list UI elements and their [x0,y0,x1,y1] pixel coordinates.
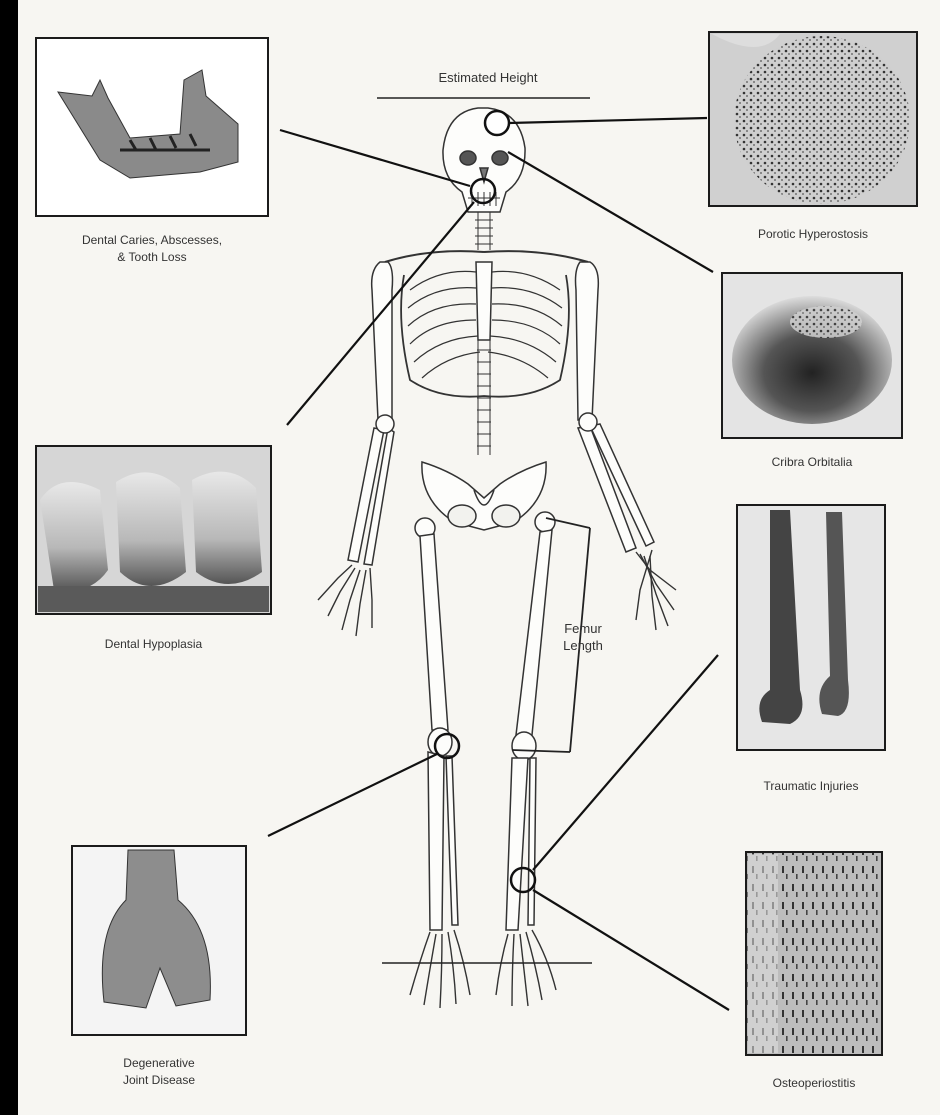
femur-length-label: Femur Length [548,620,618,654]
photo-traumatic-injuries [737,505,885,750]
caption-degenerative-joint: Degenerative Joint Disease [72,1055,246,1089]
photo-osteoperiostitis [746,852,882,1055]
caption-dental-caries: Dental Caries, Abscesses, & Tooth Loss [36,232,268,266]
caption-osteoperiostitis: Osteoperiostitis [736,1075,892,1092]
marker-skull-top [485,111,509,135]
caption-dental-hypoplasia: Dental Hypoplasia [36,636,271,653]
caption-traumatic-injuries: Traumatic Injuries [737,778,885,795]
estimated-height-title: Estimated Height [398,70,578,85]
caption-cribra-orbitalia: Cribra Orbitalia [722,454,902,471]
skeleton-figure [318,108,676,1008]
photo-dental-hypoplasia [36,446,271,614]
caption-porotic-hyperostosis: Porotic Hyperostosis [709,226,917,243]
photo-porotic-hyperostosis [709,32,917,206]
photo-degenerative-joint [72,846,246,1035]
photo-cribra-orbitalia [722,273,902,438]
photo-dental-caries [36,38,268,216]
